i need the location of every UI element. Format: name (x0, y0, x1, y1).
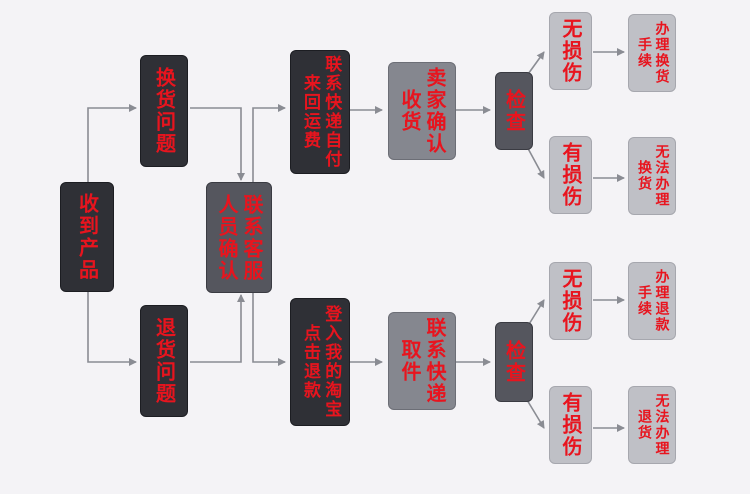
express-pickup-node: 联系快递取件 (388, 312, 456, 410)
return-issue-node: 退货问题 (140, 305, 188, 417)
seller-confirm-receipt-node: 卖家确认收货 (388, 62, 456, 160)
damaged-node-top: 有损伤 (549, 136, 592, 214)
inspect-node-top: 检查 (495, 72, 533, 150)
receive-product-node: 收到产品 (60, 182, 114, 292)
exchange-issue-node: 换货问题 (140, 55, 188, 167)
cannot-exchange-node: 无法办理换货 (628, 137, 676, 215)
no-damage-node-top: 无损伤 (549, 12, 592, 90)
cannot-return-node: 无法办理退货 (628, 386, 676, 464)
handle-refund-node: 办理退款手续 (628, 262, 676, 340)
inspect-node-bottom: 检查 (495, 322, 533, 402)
no-damage-node-bottom: 无损伤 (549, 262, 592, 340)
contact-customer-service-node: 联系客服人员确认 (206, 182, 272, 293)
damaged-node-bottom: 有损伤 (549, 386, 592, 464)
handle-exchange-node: 办理换货手续 (628, 14, 676, 92)
contact-express-pay-freight-node: 联系快递自付来回运费 (290, 50, 350, 174)
login-taobao-refund-node: 登入我的淘宝点击退款 (290, 298, 350, 426)
